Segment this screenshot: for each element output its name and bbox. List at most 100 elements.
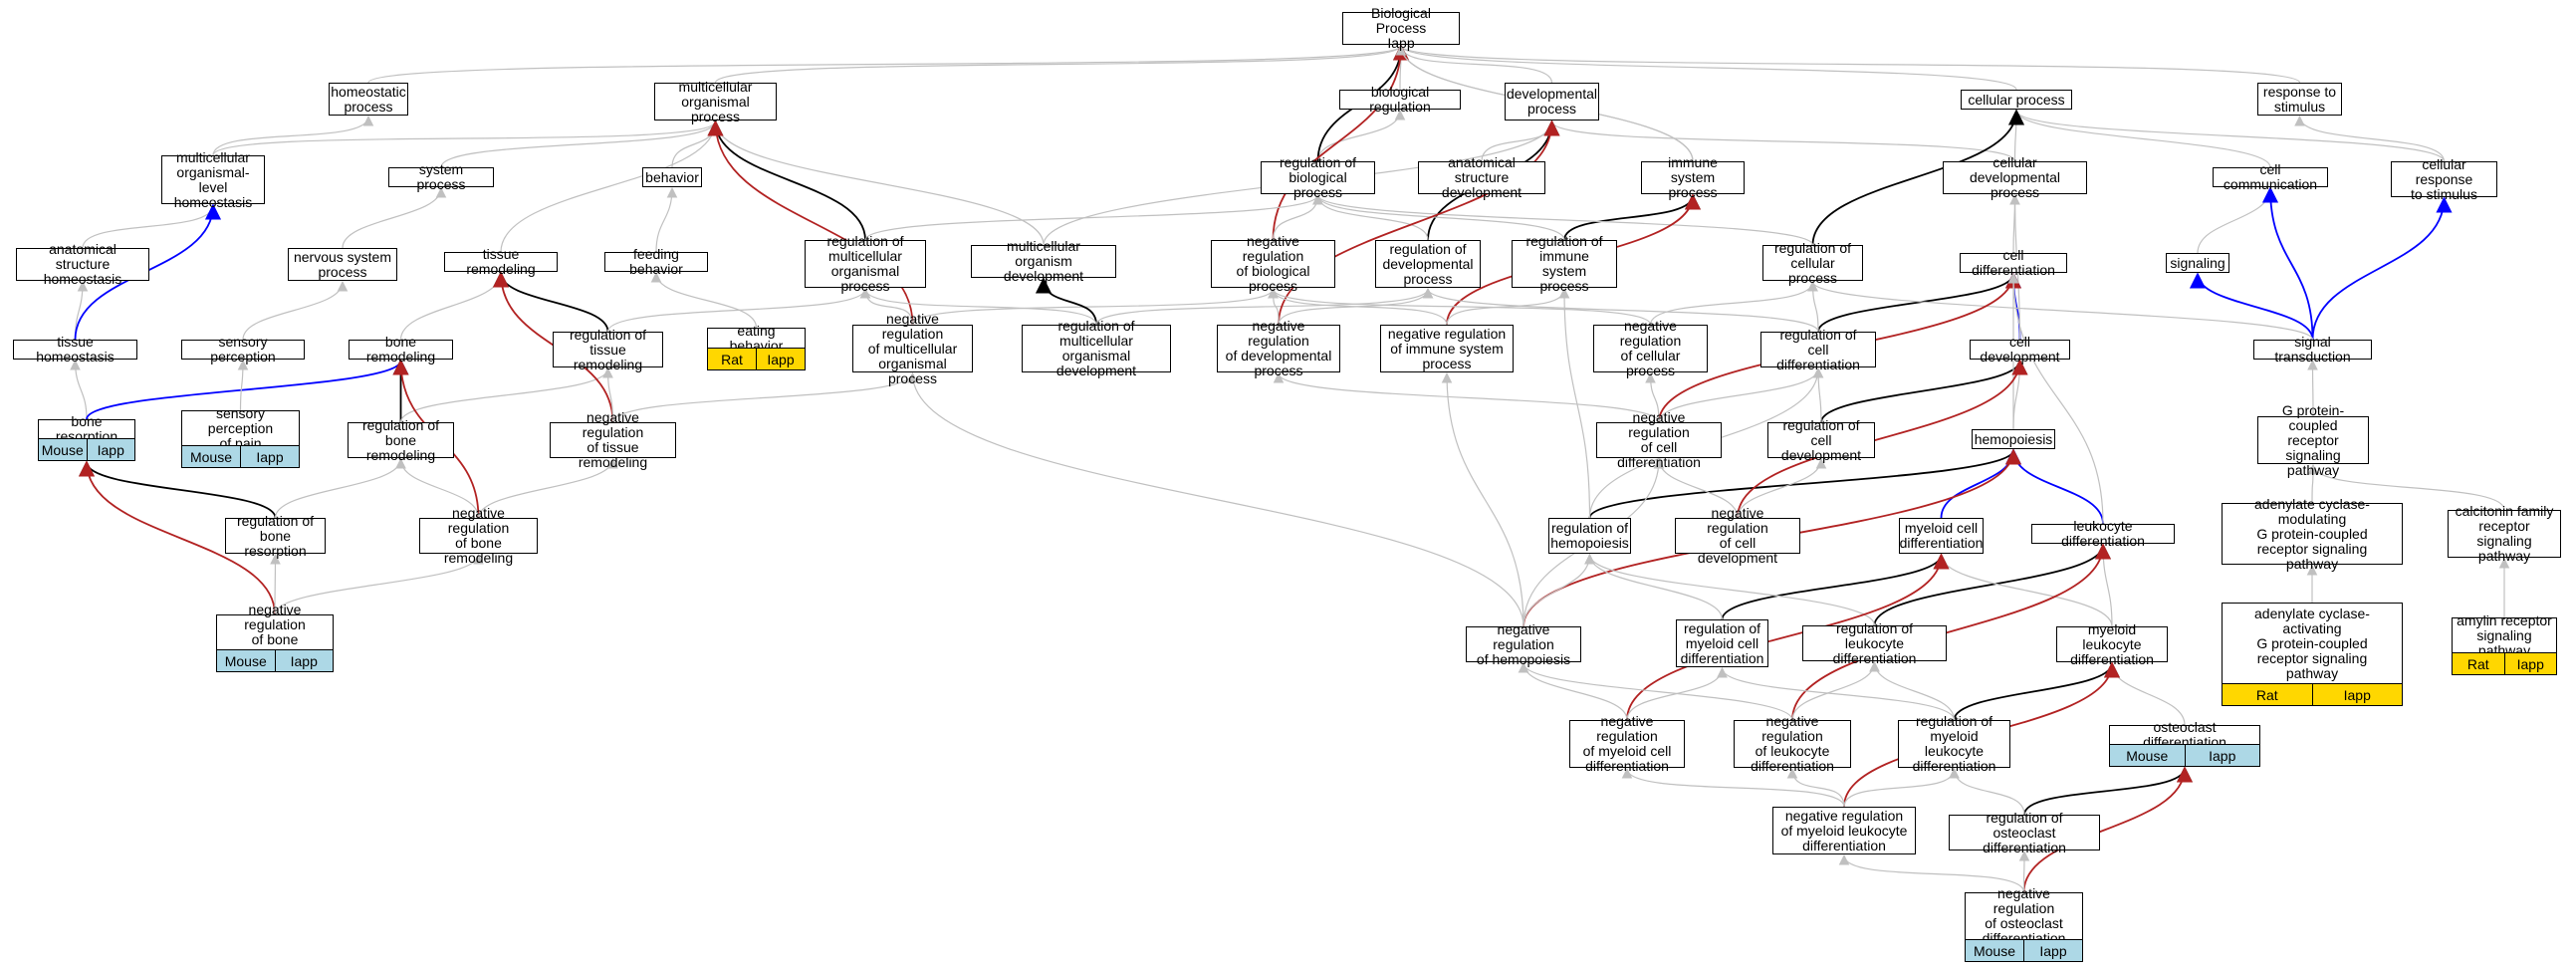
species-label: Mouse (224, 652, 267, 669)
go-term-devproc[interactable]: developmental process (1505, 83, 1599, 121)
go-term-boneremod[interactable]: bone remodeling (349, 335, 453, 364)
go-term-regboneres[interactable]: regulation of bone resorption (225, 513, 326, 558)
species-label: Mouse (41, 441, 84, 458)
go-term-cellresp[interactable]: cellular response to stimulus (2391, 156, 2497, 201)
go-term-myeloidleuk[interactable]: myeloid leukocyte differentiation (2056, 621, 2168, 666)
edge-regtiss-to-tissremod (492, 271, 609, 333)
go-term-regboneremod[interactable]: regulation of bone remodeling (348, 417, 454, 462)
go-term-leukdiff[interactable]: leukocyte differentiation (2031, 519, 2175, 549)
edge-regmulti-to-regbio (864, 193, 1323, 241)
go-term-negregosteo[interactable]: negative regulation of osteoclast differ… (1965, 886, 2083, 946)
go-term-anatdev[interactable]: anatomical structure development (1418, 155, 1545, 200)
go-term-regmultidev[interactable]: regulation of multicellular organismal d… (1022, 319, 1171, 378)
go-term-celldiff[interactable]: cell differentiation (1960, 248, 2067, 278)
go-term-calcitonin[interactable]: calcitonin family receptor signaling pat… (2448, 504, 2561, 564)
edge-sigtrans-to-regcell (1807, 280, 2314, 341)
go-term-nervsys[interactable]: nervous system process (288, 248, 397, 281)
edge-regboneres-to-boneres (78, 460, 277, 519)
edge-negreghemo-to-negregmulti (907, 371, 1524, 627)
go-term-negregboneremod[interactable]: negative regulation of bone remodeling (419, 506, 538, 566)
go-term-sigtrans[interactable]: signal transduction (2253, 335, 2372, 364)
go-term-homeo[interactable]: homeostatic process (329, 83, 408, 116)
edge-resp-to-bp (1395, 44, 2301, 84)
go-term-regmyeloid[interactable]: regulation of myeloid cell differentiati… (1676, 619, 1768, 667)
go-term-osteodiff[interactable]: osteoclast differentiation (2109, 720, 2260, 750)
go-term-hemopoiesis[interactable]: hemopoiesis (1972, 429, 2055, 449)
go-term-sysproc[interactable]: system process (388, 162, 494, 192)
go-term-negregboneres[interactable]: negative regulation of bone resorption (216, 603, 334, 662)
go-term-sensperc[interactable]: sensory perception (181, 335, 305, 364)
go-term-regcelldev[interactable]: regulation of cell development (1767, 417, 1875, 462)
go-term-negregmyeloid[interactable]: negative regulation of myeloid cell diff… (1569, 714, 1685, 774)
go-term-negregmulti[interactable]: negative regulation of multicellular org… (852, 311, 973, 385)
go-term-reghemo[interactable]: regulation of hemopoiesis (1548, 518, 1631, 554)
go-term-negregcelldev[interactable]: negative regulation of cell development (1675, 506, 1800, 566)
edge-regboneremod-to-regtiss (399, 366, 613, 423)
go-term-celldev[interactable]: cell development (1970, 335, 2070, 364)
go-term-regmulti[interactable]: regulation of multicellular organismal p… (805, 234, 926, 294)
go-term-regimm[interactable]: regulation of immune system process (1512, 234, 1617, 294)
go-term-negregleuk[interactable]: negative regulation of leukocyte differe… (1734, 714, 1851, 774)
go-term-negregmyeloidleuk[interactable]: negative regulation of myeloid leukocyte… (1772, 807, 1916, 854)
go-term-myeloiddiff[interactable]: myeloid cell differentiation (1899, 518, 1984, 554)
go-term-negregdev[interactable]: negative regulation of developmental pro… (1217, 319, 1340, 378)
go-term-feedbeh[interactable]: feeding behavior (604, 247, 708, 277)
go-term-bp[interactable]: Biological Process Iapp (1342, 6, 1460, 51)
go-term-tissremod[interactable]: tissue remodeling (444, 247, 558, 277)
go-term-cellcomm[interactable]: cell communication (2213, 162, 2328, 192)
edge-negregboneres-to-regboneres (270, 553, 281, 615)
go-term-multidev[interactable]: multicellular organism development (971, 239, 1116, 284)
go-term-regleuk[interactable]: regulation of leukocyte differentiation (1802, 620, 1947, 665)
go-term-regtiss[interactable]: regulation of tissue remodeling (553, 327, 663, 371)
go-term-negregcell[interactable]: negative regulation of cellular process (1593, 319, 1708, 378)
go-term-adenmod[interactable]: adenylate cyclase-modulating G protein-c… (2222, 496, 2403, 571)
go-term-tisshomeo[interactable]: tissue homeostasis (13, 335, 137, 364)
edge-reghemo-to-regimm (1558, 287, 1591, 519)
edge-negregtiss-to-negregmulti (611, 371, 918, 423)
go-term-amylin[interactable]: amylin receptor signaling pathway (2452, 612, 2557, 657)
go-term-negregtiss[interactable]: negative regulation of tissue remodeling (550, 410, 676, 470)
edge-sensperpain-to-sensperc (237, 359, 249, 411)
go-term-boneres[interactable]: bone resorption (38, 414, 135, 444)
go-term-regmyeloidleuk[interactable]: regulation of myeloid leukocyte differen… (1898, 714, 2010, 774)
edge-feedbeh-to-behavior (655, 186, 678, 253)
go-term-biolreg[interactable]: biological regulation (1339, 85, 1461, 115)
go-term-signaling[interactable]: signaling (2166, 253, 2229, 273)
edge-eatbeh-to-feedbeh (650, 271, 758, 329)
gene-label: Iapp (86, 439, 135, 460)
edge-boneres-to-tisshomeo (70, 359, 88, 420)
go-term-cellproc[interactable]: cellular process (1961, 90, 2072, 110)
go-term-anathomeo[interactable]: anatomical structure homeostasis (16, 242, 149, 287)
go-term-negreghemo[interactable]: negative regulation of hemopoiesis (1466, 621, 1581, 666)
gene-label: Iapp (2023, 940, 2082, 961)
go-term-sensperpain[interactable]: sensory perception of pain (181, 405, 300, 450)
go-term-regosteo[interactable]: regulation of osteoclast differentiation (1949, 810, 2100, 854)
go-term-multi[interactable]: multicellular organismal process (654, 79, 777, 123)
go-term-regcell[interactable]: regulation of cellular process (1762, 240, 1863, 285)
go-term-mlhomeo[interactable]: multicellular organismal-level homeostas… (161, 149, 265, 209)
go-term-negregimm[interactable]: negative regulation of immune system pro… (1380, 325, 1514, 372)
go-term-gpcr[interactable]: G protein-coupled receptor signaling pat… (2257, 402, 2369, 477)
species-label: Rat (721, 351, 743, 367)
species-label: Mouse (2126, 747, 2169, 764)
go-term-negregcelldiff[interactable]: negative regulation of cell differentiat… (1596, 410, 1722, 470)
go-term-behavior[interactable]: behavior (642, 167, 702, 187)
go-term-eatbeh[interactable]: eating behavior (707, 323, 806, 353)
edge-negregbio-to-bp (1272, 44, 1410, 241)
go-term-adenact[interactable]: adenylate cyclase-activating G protein-c… (2222, 603, 2403, 684)
gene-label: Iapp (756, 349, 805, 369)
go-term-regcelldiff[interactable]: regulation of cell differentiation (1760, 327, 1876, 371)
edge-regbio-to-biolreg (1316, 109, 1406, 162)
edge-regosteo-to-osteodiff (2023, 766, 2194, 816)
edge-negregosteo-to-regosteo (2018, 850, 2030, 893)
go-term-resp[interactable]: response to stimulus (2257, 83, 2342, 116)
edge-leukdiff-to-hemopoiesis (2004, 448, 2104, 525)
go-term-immsys[interactable]: immune system process (1641, 155, 1745, 200)
edge-regcelldev-to-celldev (1820, 359, 2028, 423)
go-term-negregbio[interactable]: negative regulation of biological proces… (1211, 234, 1335, 294)
go-term-regbio[interactable]: regulation of biological process (1261, 155, 1375, 200)
go-term-celldevproc[interactable]: cellular developmental process (1943, 155, 2087, 200)
go-term-regdev[interactable]: regulation of developmental process (1375, 240, 1481, 288)
edge-tissremod-to-multi (500, 120, 721, 253)
edge-regleuk-to-leukdiff (1873, 543, 2112, 626)
